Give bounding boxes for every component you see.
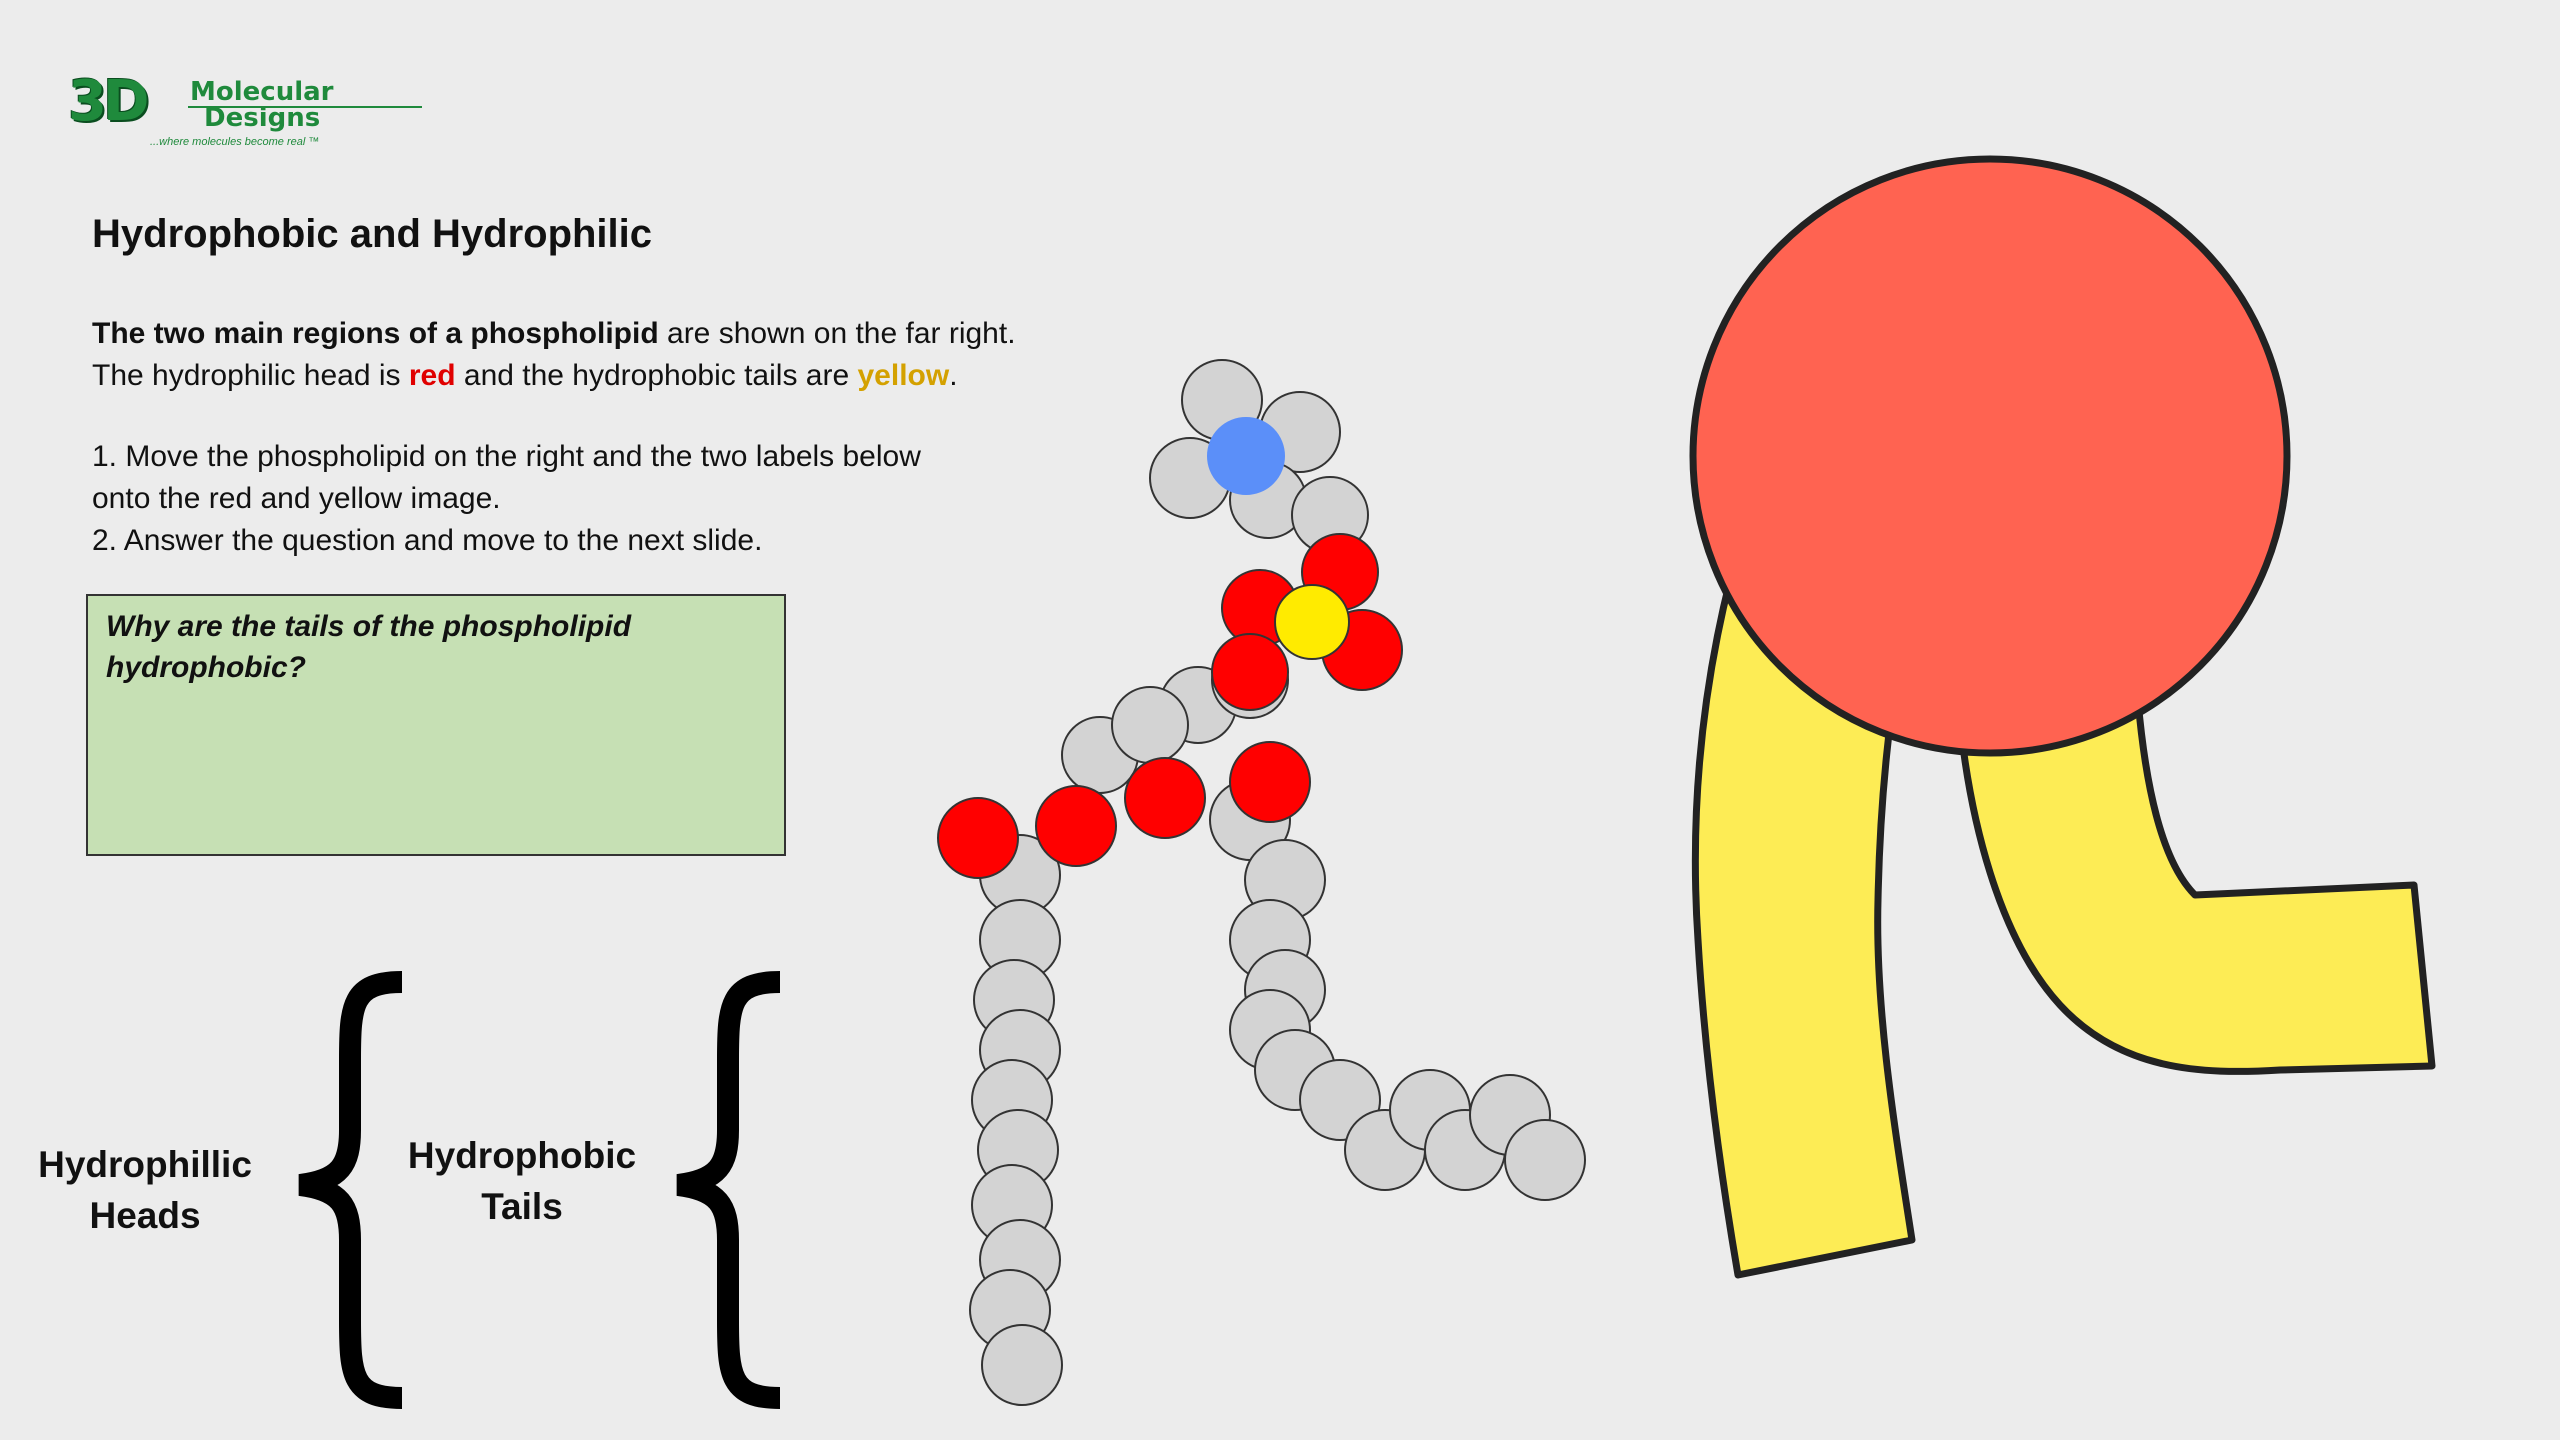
red-word: red: [408, 359, 456, 392]
step-1b: onto the red and yellow image.: [92, 482, 501, 515]
yellow-word: yellow: [857, 359, 950, 392]
question-text: Why are the tails of the phospholipid hy…: [106, 610, 632, 684]
left-brace-icon[interactable]: [298, 971, 403, 1409]
logo-rule: [188, 106, 422, 108]
logo-word-2: Designs: [204, 103, 321, 133]
carbon-atoms: [969, 359, 1586, 1406]
tails-line-2: Tails: [481, 1186, 563, 1227]
phospholipid-model[interactable]: [937, 359, 1586, 1406]
instructions: 1. Move the phospholipid on the right an…: [92, 436, 921, 562]
intro-paragraph: The two main regions of a phospholipid a…: [92, 313, 1016, 397]
head-tails-schematic: [1689, 155, 2436, 1279]
intro-rest: are shown on the far right.: [658, 317, 1016, 350]
intro-line-1: The two main regions of a phospholipid a…: [92, 313, 1016, 355]
tail-right: [1954, 696, 2436, 1075]
intro-line2-a: The hydrophilic head is: [92, 359, 409, 392]
logo-word-1: Molecular: [190, 77, 334, 107]
intro-bold: The two main regions of a phospholipid: [92, 317, 659, 350]
left-brace-icon[interactable]: [676, 971, 781, 1409]
intro-line2-b: and the hydrophobic tails are: [455, 359, 858, 392]
step-1a: 1. Move the phospholipid on the right an…: [92, 440, 921, 473]
logo-tagline: ...where molecules become real ™: [150, 136, 320, 148]
tail-left: [1691, 576, 1916, 1279]
phosphorus-atom: [1274, 584, 1350, 660]
intro-line2-c: .: [949, 359, 958, 392]
step-2: 2. Answer the question and move to the n…: [92, 524, 763, 557]
hydrophilic-heads-label[interactable]: Hydrophillic Heads: [30, 1139, 260, 1241]
heads-line-2: Heads: [89, 1195, 201, 1236]
question-answer-box[interactable]: Why are the tails of the phospholipid hy…: [86, 594, 786, 856]
company-logo: 3D Molecular Designs ...where molecules …: [68, 69, 422, 162]
slide-title: Hydrophobic and Hydrophilic: [92, 212, 653, 256]
hydrophilic-head: [1689, 155, 2291, 757]
hydrophobic-tails-label[interactable]: Hydrophobic Tails: [392, 1130, 652, 1232]
nitrogen-atom: [1207, 417, 1285, 495]
tails-line-1: Hydrophobic: [407, 1135, 637, 1176]
intro-line-2: The hydrophilic head is red and the hydr…: [92, 355, 1016, 397]
heads-line-1: Hydrophillic: [38, 1144, 252, 1185]
logo-mark: 3D: [68, 69, 149, 134]
